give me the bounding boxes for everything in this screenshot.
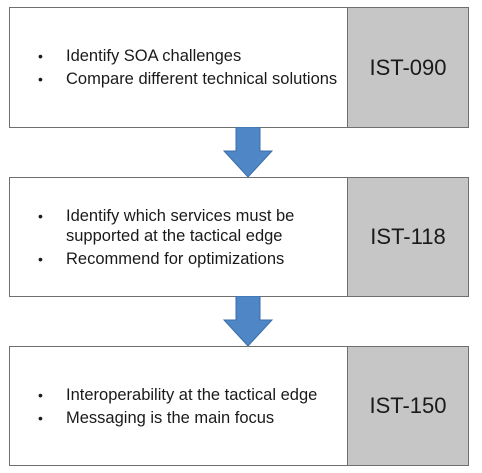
stage-1-code: IST-090	[348, 8, 468, 127]
bullet-item: Messaging is the main focus	[38, 408, 317, 428]
bullet-list: Identify which services must be supporte…	[38, 203, 339, 272]
bullet-list: Identify SOA challenges Compare differen…	[38, 43, 337, 92]
stage-3-bullets: Interoperability at the tactical edge Me…	[10, 347, 348, 465]
bullet-item: Compare different technical solutions	[38, 69, 337, 89]
bullet-item: Recommend for optimizations	[38, 249, 339, 269]
stage-box-3: Interoperability at the tactical edge Me…	[9, 346, 469, 466]
stage-1-bullets: Identify SOA challenges Compare differen…	[10, 8, 348, 127]
stage-2-bullets: Identify which services must be supporte…	[10, 178, 348, 296]
down-arrow-icon	[223, 296, 273, 347]
stage-2-code: IST-118	[348, 178, 468, 296]
stage-3-code: IST-150	[348, 347, 468, 465]
bullet-item: Identify which services must be supporte…	[38, 206, 339, 246]
stage-box-1: Identify SOA challenges Compare differen…	[9, 7, 469, 128]
down-arrow-icon	[223, 127, 273, 178]
stage-box-2: Identify which services must be supporte…	[9, 177, 469, 297]
bullet-list: Interoperability at the tactical edge Me…	[38, 382, 317, 431]
bullet-item: Identify SOA challenges	[38, 46, 337, 66]
bullet-item: Interoperability at the tactical edge	[38, 385, 317, 405]
